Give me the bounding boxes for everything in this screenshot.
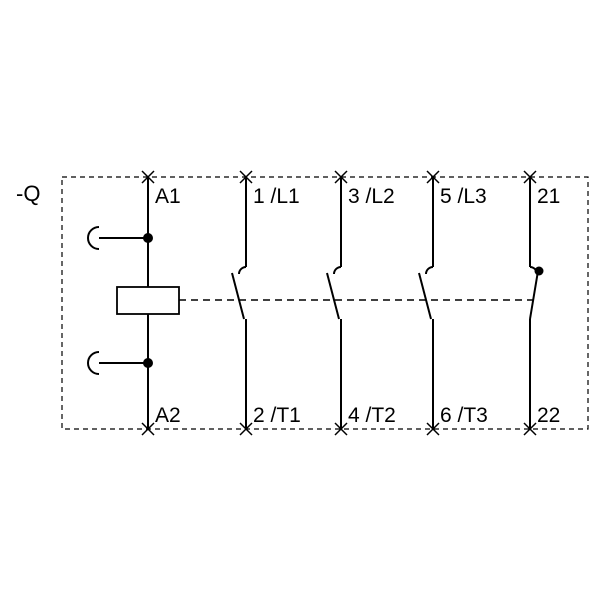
terminal-label-a2: A2 <box>155 404 181 427</box>
pole2-contact-blade <box>326 272 340 320</box>
main-pole-2: 3 /L2 4 /T2 <box>326 170 396 436</box>
terminal-label-2t1: 2 /T1 <box>253 404 301 427</box>
terminal-label-6t3: 6 /T3 <box>440 404 488 427</box>
pole3-fixed-contact-hook <box>425 266 434 275</box>
terminal-label-3l2: 3 /L2 <box>348 185 395 208</box>
device-designator-label: -Q <box>16 181 40 206</box>
device-boundary-dashed-box <box>61 176 589 430</box>
terminal-cross-22 <box>523 422 537 436</box>
terminal-label-4t2: 4 /T2 <box>348 404 396 427</box>
pole2-fixed-contact-hook <box>333 266 342 275</box>
terminal-label-22: 22 <box>537 404 560 427</box>
coil-box <box>116 286 180 315</box>
terminal-label-5l3: 5 /L3 <box>440 185 487 208</box>
connector-arc-lower <box>87 351 100 375</box>
main-pole-1: 1 /L1 2 /T1 <box>231 170 301 436</box>
connector-arc-upper <box>87 226 100 250</box>
pole1-contact-blade <box>231 272 245 320</box>
terminal-cross-6t3 <box>426 422 440 436</box>
terminal-label-1l1: 1 /L1 <box>253 185 300 208</box>
pole1-fixed-contact-hook <box>238 266 247 275</box>
pole3-contact-blade <box>418 272 432 320</box>
terminal-cross-2t1 <box>239 422 253 436</box>
aux-contact-blade <box>529 270 539 320</box>
terminal-label-21: 21 <box>537 185 560 208</box>
aux-nc-contact: 21 22 <box>523 170 560 436</box>
terminal-cross-4t2 <box>334 422 348 436</box>
aux-contact-dot <box>534 266 544 276</box>
terminal-cross-a2 <box>141 422 155 436</box>
main-pole-3: 5 /L3 6 /T3 <box>418 170 488 436</box>
coil-branch: A1 A2 <box>87 170 181 436</box>
terminal-label-a1: A1 <box>155 185 181 208</box>
